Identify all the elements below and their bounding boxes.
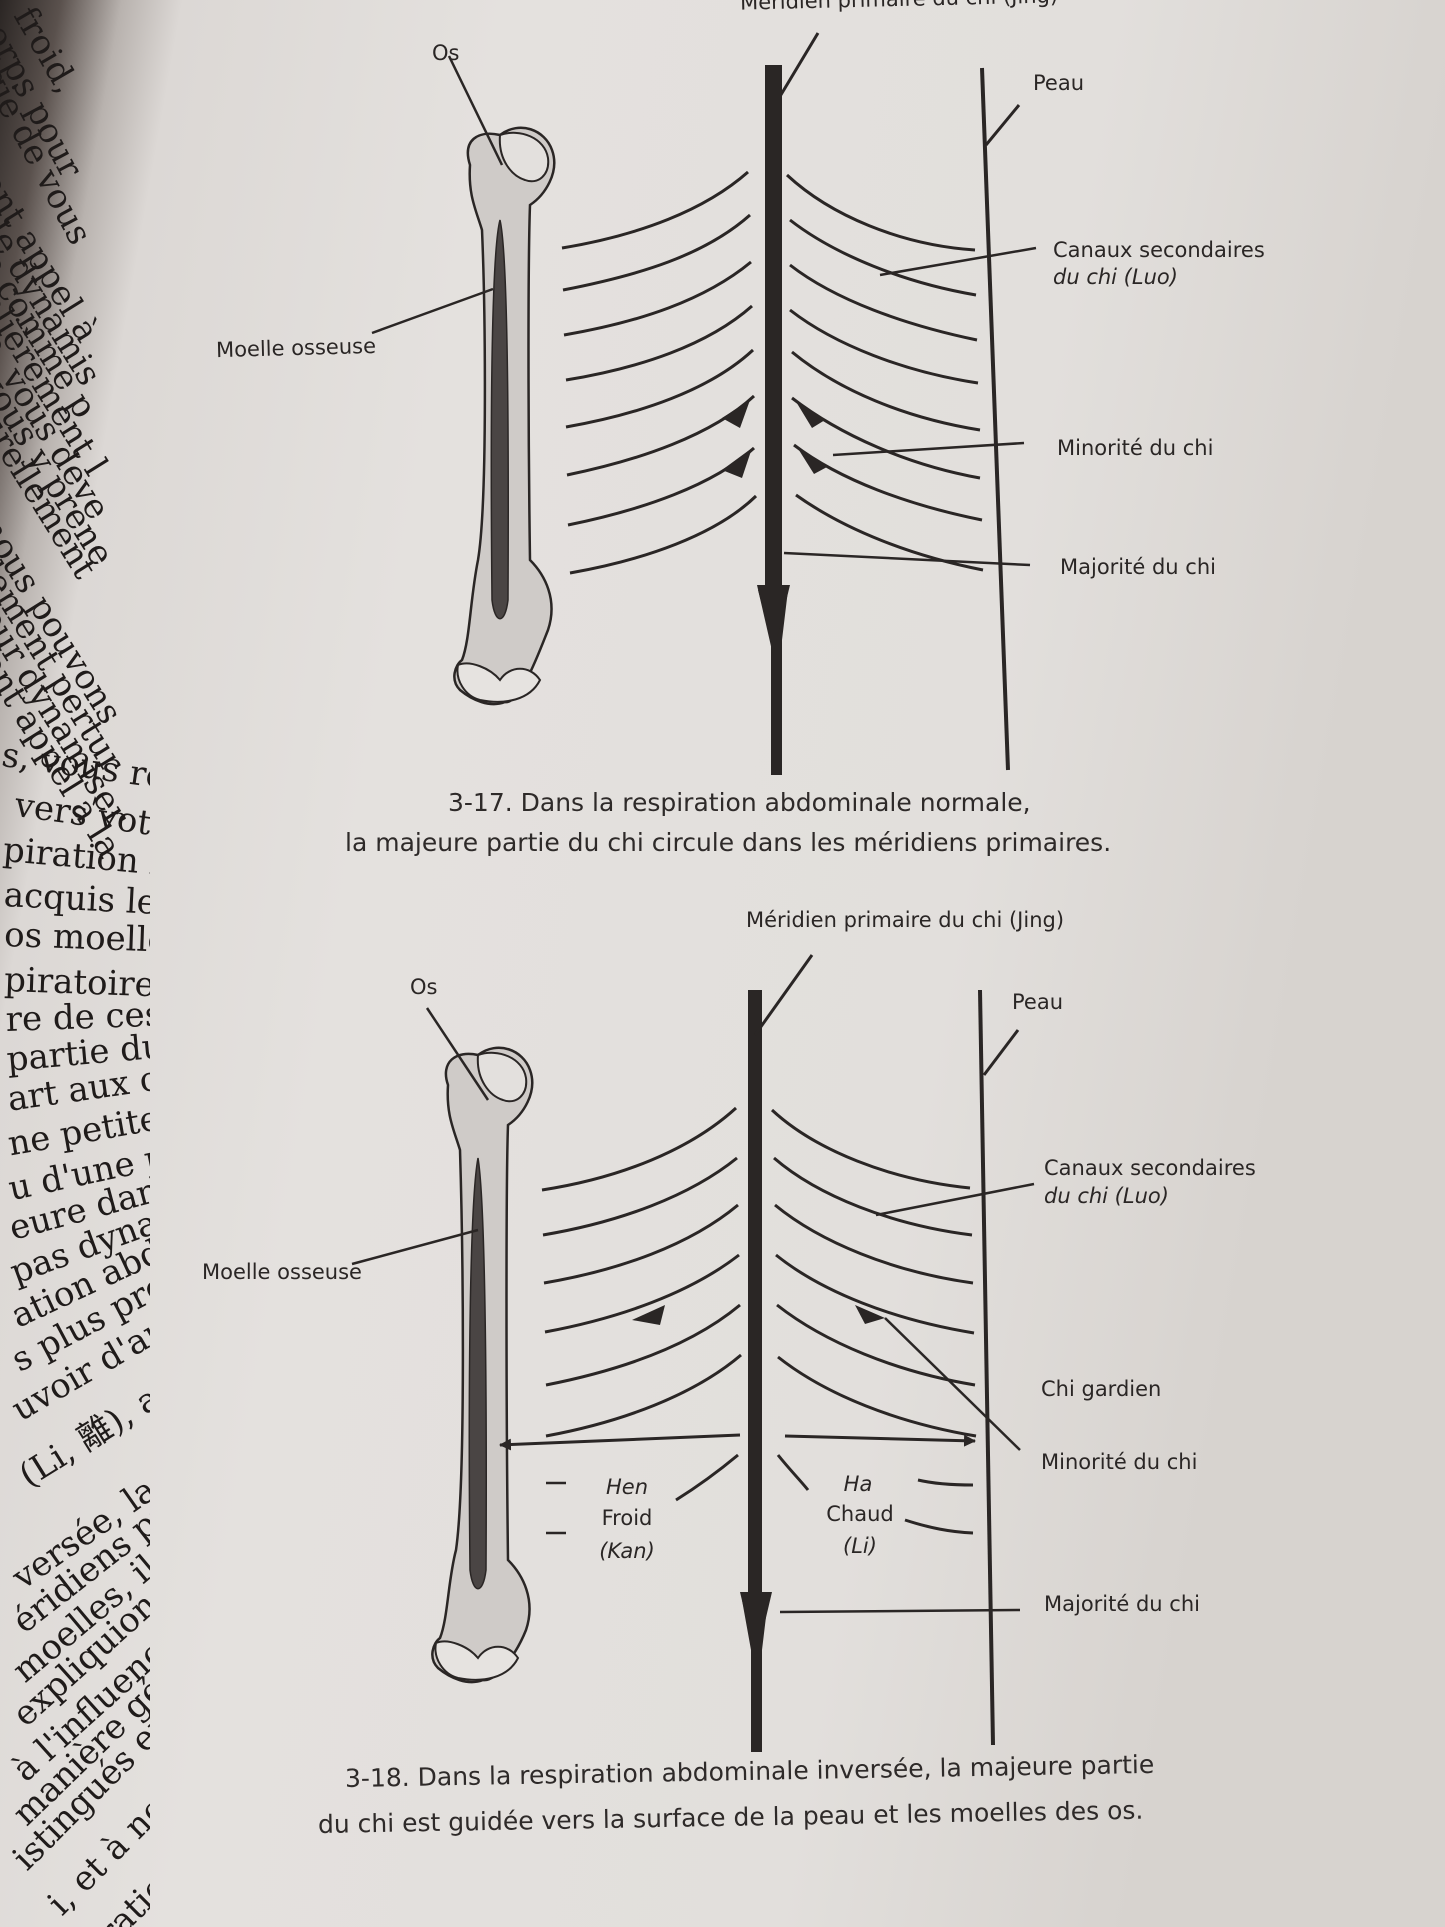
bone-condyle-2 bbox=[434, 1640, 520, 1681]
fig1-label-majorite: Majorité du chi bbox=[1060, 555, 1216, 579]
bone-illustration bbox=[453, 126, 556, 706]
figure-3-18 bbox=[351, 954, 1035, 1752]
meridian-arrow bbox=[757, 585, 790, 655]
skin-line bbox=[980, 67, 1021, 771]
fig2-label-peau: Peau bbox=[1012, 990, 1064, 1014]
outward-arrow-2 bbox=[855, 1305, 885, 1324]
meridian-line bbox=[758, 65, 788, 775]
fig1-label-os: Os bbox=[432, 41, 460, 65]
fig1-label-canaux-2: du chi (Luo) bbox=[1053, 265, 1178, 289]
primary-meridian-2 bbox=[740, 954, 814, 1752]
fig2-label-froid: Froid bbox=[601, 1506, 653, 1530]
figure-3-17 bbox=[371, 32, 1037, 775]
marrow-cavity-2 bbox=[468, 1157, 487, 1590]
luo-channels-right-2 bbox=[770, 1108, 977, 1535]
luo-channels-right bbox=[785, 173, 984, 572]
bone-head bbox=[498, 131, 550, 183]
leader-lines-2 bbox=[351, 1007, 1035, 1614]
fig2-label-hen: Hen bbox=[605, 1475, 649, 1499]
fig2-label-chi-gardien: Chi gardien bbox=[1041, 1377, 1162, 1401]
inward-arrows bbox=[722, 400, 752, 478]
fig2-title: Méridien primaire du chi (Jing) bbox=[746, 908, 1065, 932]
fig1-label-minorite: Minorité du chi bbox=[1057, 436, 1214, 460]
bone-condyle bbox=[456, 662, 542, 703]
horizontal-arrows bbox=[499, 1433, 976, 1451]
meridian-tick bbox=[771, 32, 820, 109]
marrow-cavity bbox=[490, 219, 509, 620]
luo-channels-left-2 bbox=[541, 1106, 742, 1502]
inward-arrow-2 bbox=[632, 1305, 665, 1325]
fig2-label-kan: (Kan) bbox=[599, 1539, 655, 1563]
fig2-label-minorite: Minorité du chi bbox=[1041, 1450, 1198, 1474]
luo-channels-left bbox=[561, 170, 758, 575]
fig2-label-canaux-1: Canaux secondaires bbox=[1044, 1156, 1256, 1180]
fig1-caption-line1: 3-17. Dans la respiration abdominale nor… bbox=[448, 788, 1031, 817]
primary-meridian bbox=[757, 32, 820, 775]
fig1-label-canaux-1: Canaux secondaires bbox=[1053, 238, 1265, 262]
fig2-label-canaux-2: du chi (Luo) bbox=[1044, 1184, 1169, 1208]
fig2-label-moelle: Moelle osseuse bbox=[202, 1260, 362, 1284]
fig2-label-ha: Ha bbox=[843, 1472, 873, 1496]
fig2-label-majorite: Majorité du chi bbox=[1044, 1592, 1200, 1616]
bone-illustration-2 bbox=[431, 1046, 534, 1684]
fig2-label-os: Os bbox=[410, 975, 438, 999]
bone-head-2 bbox=[476, 1051, 528, 1103]
leader-lines bbox=[371, 55, 1037, 567]
fig1-label-peau: Peau bbox=[1033, 71, 1085, 95]
fig1-caption-line2: la majeure partie du chi circule dans le… bbox=[345, 828, 1112, 857]
fig1-label-moelle: Moelle osseuse bbox=[215, 333, 377, 363]
outward-arrows bbox=[795, 400, 827, 474]
fig2-label-chaud: Chaud bbox=[826, 1502, 894, 1526]
skin-line-2 bbox=[978, 989, 1020, 1746]
fig2-label-li: (Li) bbox=[843, 1534, 877, 1558]
